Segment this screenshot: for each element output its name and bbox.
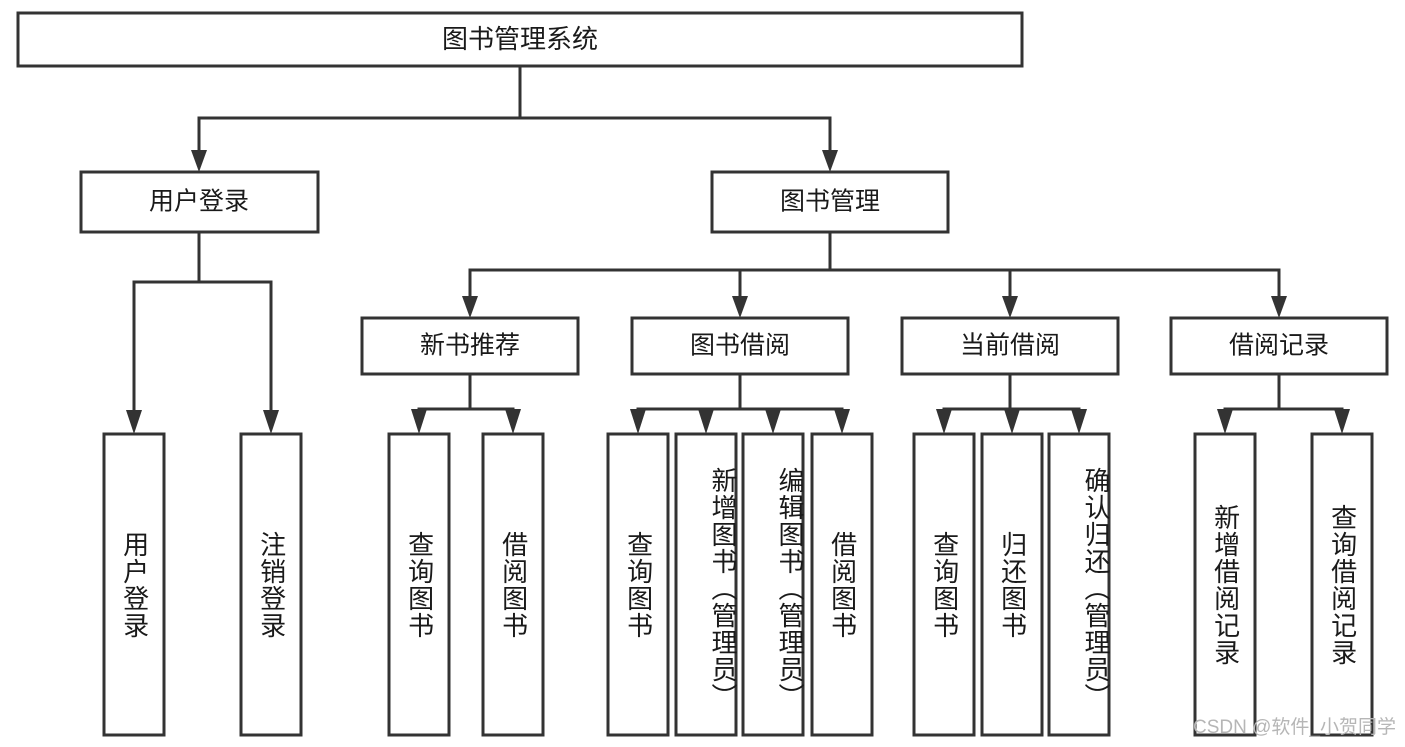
node-current-borrow-label: 当前借阅 [960, 332, 1060, 360]
connector-root-to-level2 [191, 64, 838, 172]
leaf-box-borrow-book-2 [810, 432, 874, 737]
node-borrow-record[interactable]: 借阅记录 [1169, 316, 1389, 376]
connector-bookborrow-to-leaves [630, 372, 850, 434]
node-book-manage-label: 图书管理 [780, 188, 880, 216]
node-root-label: 图书管理系统 [442, 24, 598, 54]
leaf-box-return-book [980, 432, 1044, 737]
leaf-box-confirm-return [1047, 432, 1111, 737]
node-root[interactable]: 图书管理系统 [16, 11, 1024, 68]
leaf-box-query-book-1 [387, 432, 451, 737]
connector-bookmanage-to-level3 [462, 230, 1287, 318]
node-new-book-recommend-label: 新书推荐 [420, 332, 520, 360]
leaf-box-add-book [674, 432, 738, 737]
connector-userlogin-to-leaves [126, 230, 279, 434]
leaf-box-query-book-3 [912, 432, 976, 737]
leaf-box-add-record [1193, 432, 1257, 737]
node-new-book-recommend[interactable]: 新书推荐 [360, 316, 580, 376]
node-book-manage[interactable]: 图书管理 [710, 170, 950, 234]
leaf-box-borrow-book-1 [481, 432, 545, 737]
leaf-box-logout-login [239, 432, 303, 737]
connector-newbook-to-leaves [411, 372, 521, 434]
node-book-borrow[interactable]: 图书借阅 [630, 316, 850, 376]
leaf-box-query-record [1310, 432, 1374, 737]
leaf-boxes [102, 432, 1374, 737]
node-book-borrow-label: 图书借阅 [690, 332, 790, 360]
connector-borrowrecord-to-leaves [1217, 372, 1350, 434]
leaf-box-user-login [102, 432, 166, 737]
node-current-borrow[interactable]: 当前借阅 [900, 316, 1120, 376]
connector-currentborrow-to-leaves [936, 372, 1087, 434]
leaf-box-edit-book [741, 432, 805, 737]
node-borrow-record-label: 借阅记录 [1229, 332, 1329, 360]
node-user-login-label: 用户登录 [149, 188, 249, 216]
csdn-watermark: CSDN @软件_小贺同学 [1193, 717, 1396, 738]
node-user-login[interactable]: 用户登录 [79, 170, 320, 234]
leaf-box-query-book-2 [606, 432, 670, 737]
